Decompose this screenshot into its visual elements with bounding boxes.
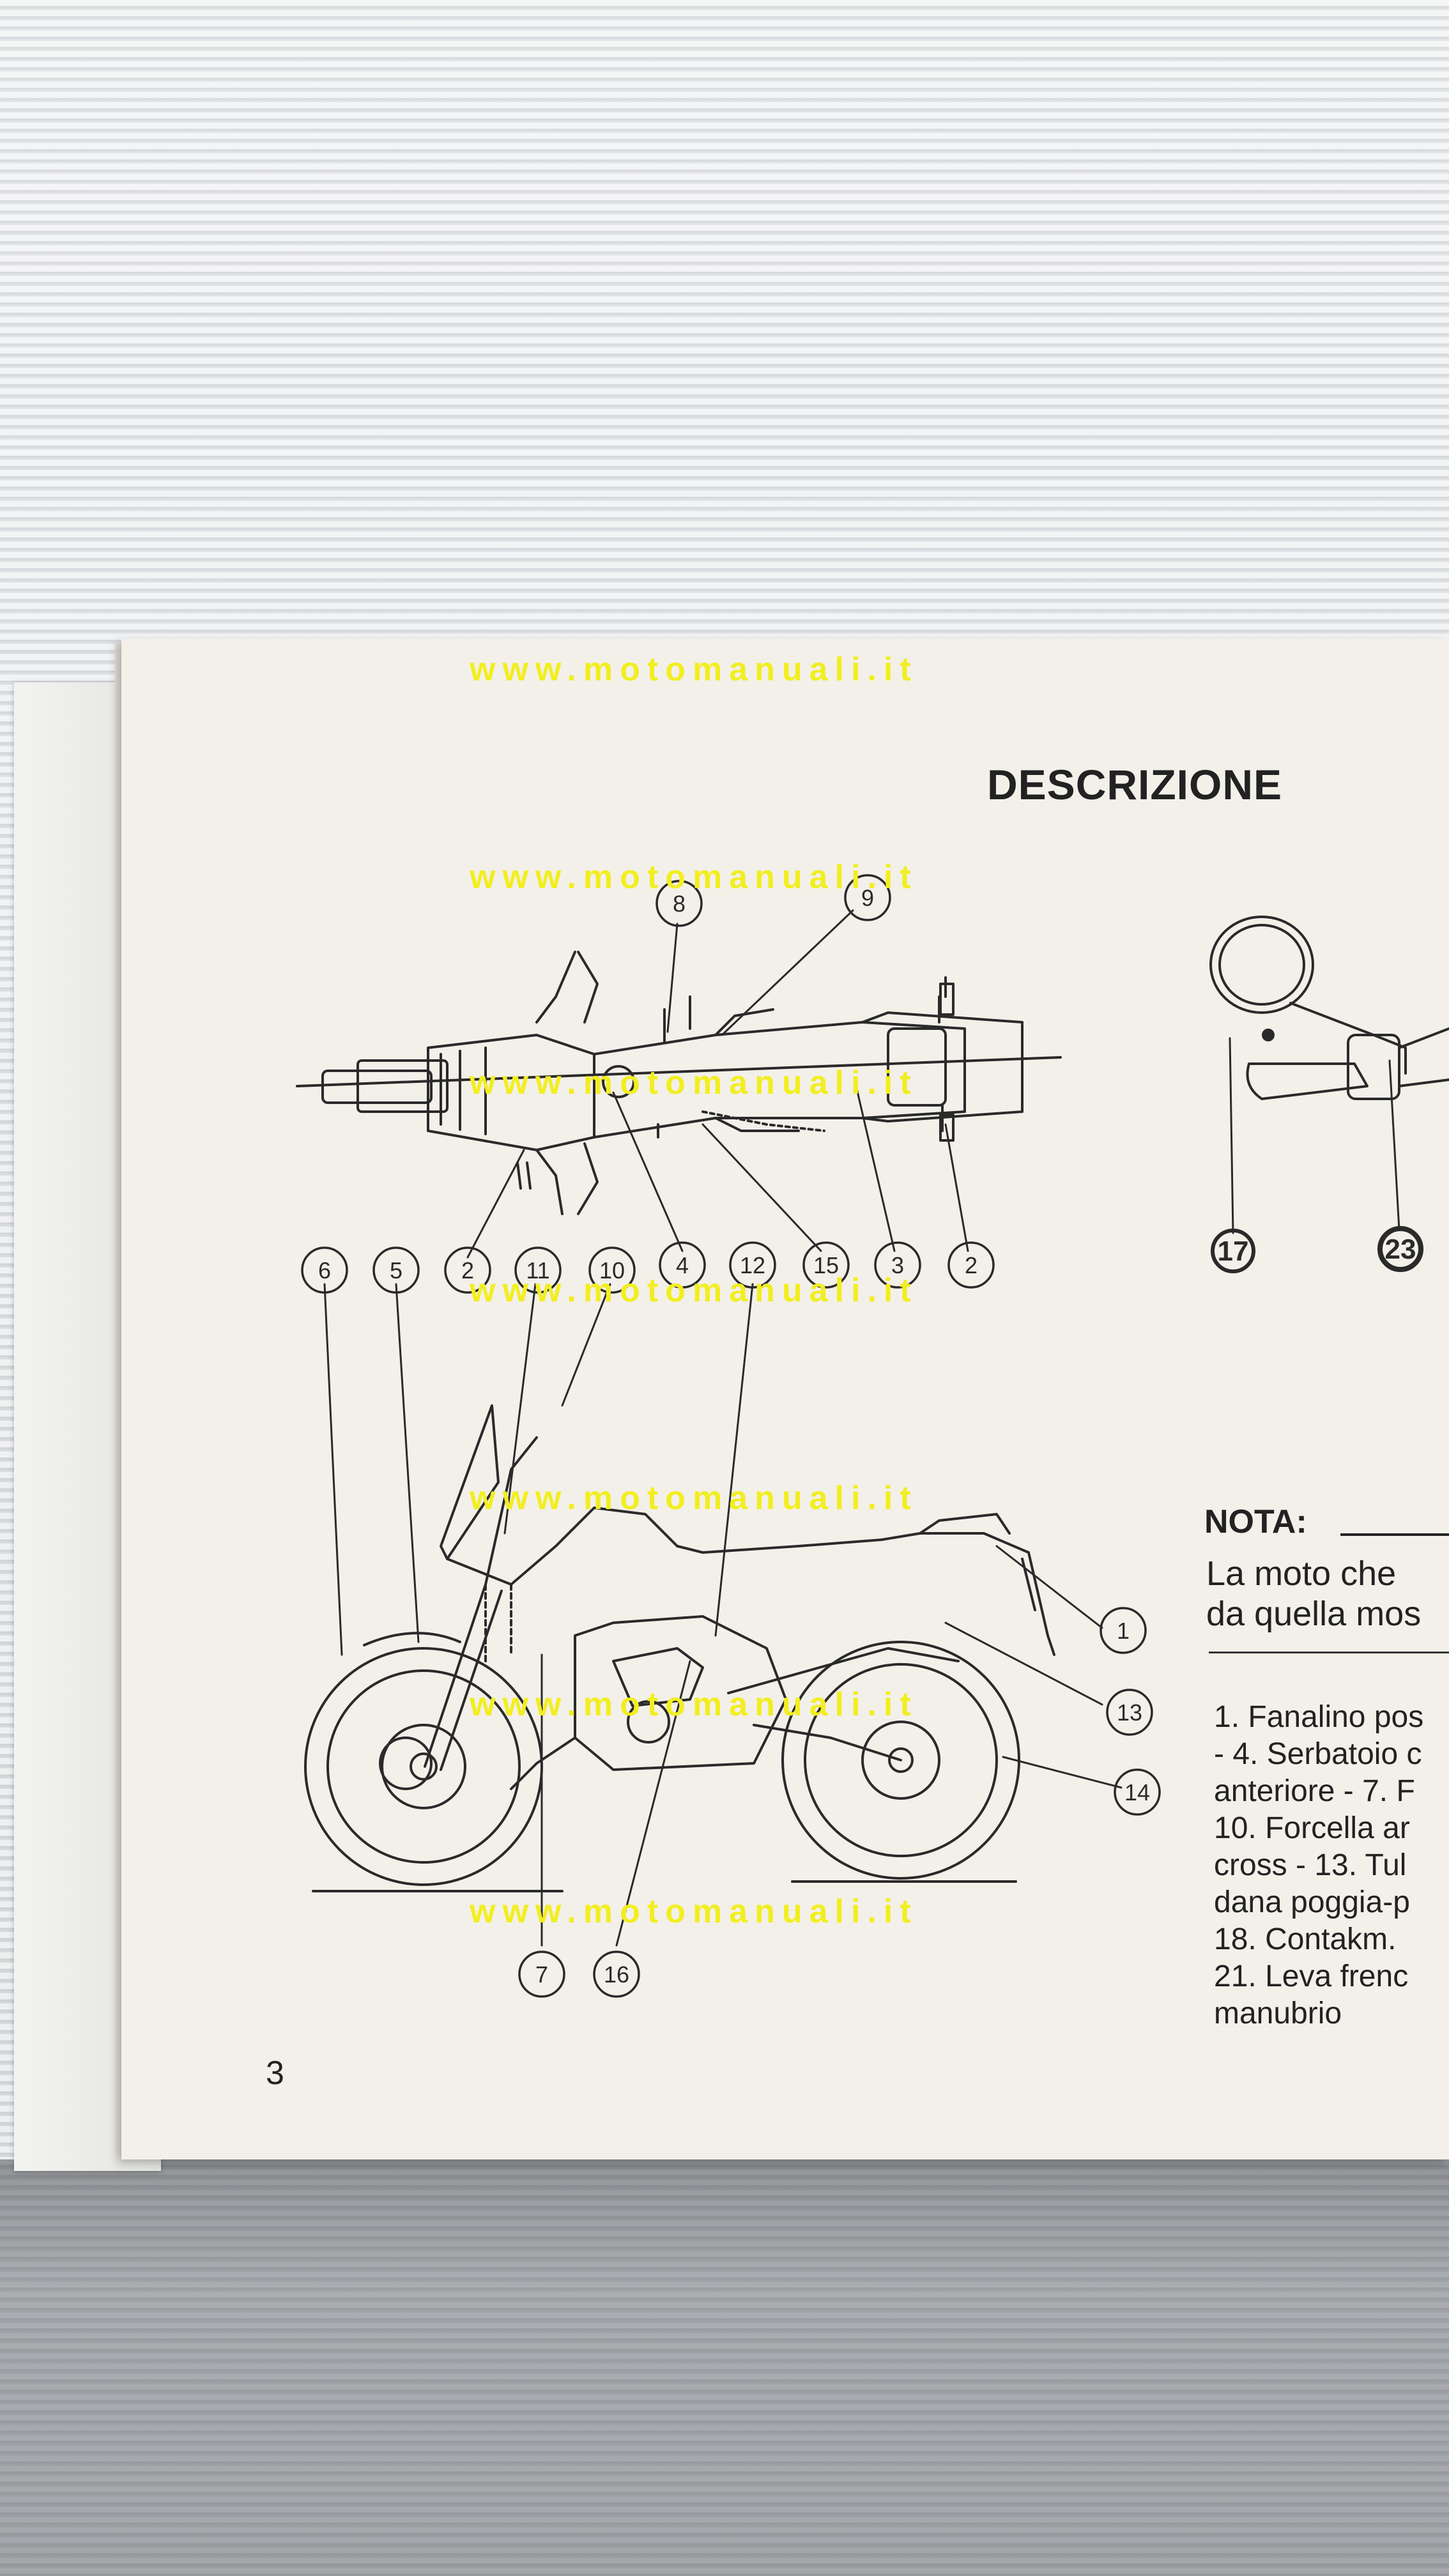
legend-line-8: 21. Leva frenc — [1214, 1959, 1409, 1993]
callout-15: 15 — [813, 1252, 839, 1278]
side-view-motorcycle — [304, 1404, 1055, 1892]
callout-8: 8 — [673, 891, 686, 917]
handlebar-detail — [1209, 916, 1449, 1234]
section-divider — [1209, 1652, 1449, 1653]
side-view-leaders — [540, 1545, 1123, 1947]
top-view-motorcycle — [296, 951, 1062, 1215]
callout-6: 6 — [318, 1257, 331, 1284]
callout-9: 9 — [861, 885, 874, 911]
callout-10: 10 — [599, 1257, 625, 1284]
callout-13: 13 — [1117, 1699, 1142, 1726]
legend-line-4: 10. Forcella ar — [1214, 1811, 1410, 1845]
callout-3: 3 — [891, 1252, 904, 1278]
nota-line-2: da quella mos — [1206, 1595, 1422, 1633]
legend-line-6: dana poggia-p — [1214, 1885, 1410, 1919]
legend-line-5: cross - 13. Tul — [1214, 1848, 1407, 1882]
legend-line-3: anteriore - 7. F — [1214, 1774, 1415, 1808]
callout-23: 23 — [1385, 1234, 1416, 1265]
watermark-1: www.motomanuali.it — [470, 651, 918, 688]
callout-2b: 2 — [965, 1252, 977, 1278]
callout-1: 1 — [1117, 1618, 1130, 1644]
legend-line-7: 18. Contakm. — [1214, 1922, 1397, 1956]
callout-17: 17 — [1218, 1236, 1249, 1267]
table-shadow — [0, 2159, 1449, 2576]
watermark-2: www.motomanuali.it — [470, 859, 918, 896]
callout-14: 14 — [1124, 1779, 1150, 1805]
watermark-4: www.motomanuali.it — [470, 1272, 918, 1309]
callout-11: 11 — [526, 1257, 549, 1284]
nota-underline — [1340, 1533, 1449, 1536]
callout-4: 4 — [676, 1252, 689, 1278]
watermark-7: www.motomanuali.it — [470, 1893, 918, 1930]
page-title: DESCRIZIONE — [987, 761, 1283, 808]
nota-line-1: La moto che — [1206, 1554, 1397, 1593]
callout-circles — [301, 874, 1423, 1998]
legend-line-2: - 4. Serbatoio c — [1214, 1737, 1422, 1771]
callout-16: 16 — [604, 1961, 629, 1988]
watermark-6: www.motomanuali.it — [470, 1686, 918, 1723]
top-view-leaders — [323, 909, 969, 1656]
watermark-5: www.motomanuali.it — [470, 1480, 918, 1517]
callout-2a: 2 — [461, 1257, 474, 1284]
watermark-3: www.motomanuali.it — [470, 1064, 918, 1101]
page-number: 3 — [266, 2055, 284, 2092]
callout-5: 5 — [390, 1257, 402, 1284]
nota-label: NOTA: — [1204, 1503, 1307, 1540]
callout-12: 12 — [740, 1252, 765, 1278]
manual-page — [121, 639, 1449, 2159]
legend-line-9: manubrio — [1214, 1997, 1342, 2030]
legend-line-1: 1. Fanalino pos — [1214, 1700, 1424, 1734]
callout-7: 7 — [535, 1961, 548, 1988]
